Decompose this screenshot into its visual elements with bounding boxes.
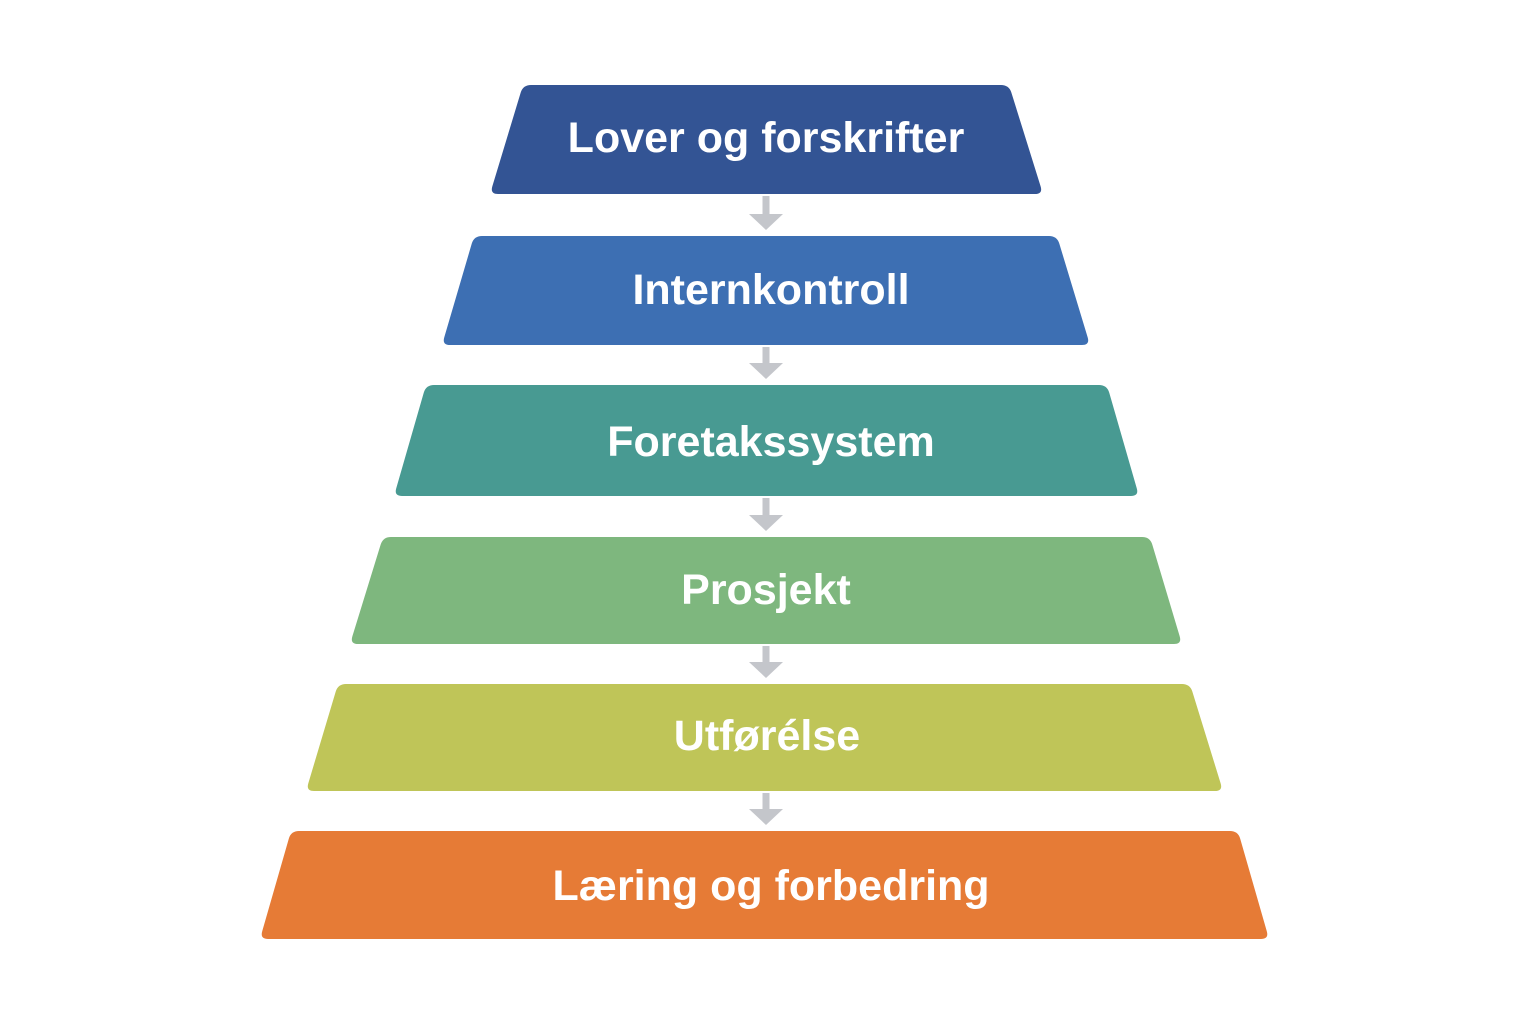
level-utforelse: Utførélse — [307, 684, 1222, 791]
level-laering-og-forbedring: Læring og forbedring — [261, 831, 1268, 939]
level-6-trapezoid — [261, 831, 1268, 939]
down-arrow-icon — [749, 498, 783, 531]
level-5-trapezoid — [307, 684, 1222, 791]
level-4-label: Prosjekt — [681, 566, 851, 614]
level-2-trapezoid — [443, 236, 1089, 345]
level-prosjekt: Prosjekt — [351, 537, 1181, 644]
level-2-label: Internkontroll — [632, 266, 909, 314]
arrow-head — [749, 662, 783, 678]
level-3-trapezoid — [395, 385, 1138, 496]
level-1-trapezoid — [491, 85, 1042, 194]
arrow-head — [749, 515, 783, 531]
arrow-head — [749, 363, 783, 379]
arrow-shaft — [762, 646, 770, 664]
arrow-head — [749, 214, 783, 230]
level-internkontroll: Internkontroll — [443, 236, 1089, 345]
arrow-shaft — [762, 498, 770, 517]
level-3-label: Foretakssystem — [607, 418, 934, 466]
down-arrow-icon — [749, 347, 783, 379]
level-5-label: Utførélse — [674, 712, 860, 760]
level-1-label: Lover og forskrifter — [568, 114, 965, 162]
level-4-trapezoid — [351, 537, 1181, 644]
level-lover-og-forskrifter: Lover og forskrifter — [491, 85, 1042, 194]
arrow-shaft — [762, 347, 770, 365]
level-6-label: Læring og forbedring — [552, 862, 989, 910]
arrow-head — [749, 809, 783, 825]
arrow-shaft — [762, 793, 770, 811]
down-arrow-icon — [749, 646, 783, 678]
down-arrow-icon — [749, 793, 783, 825]
down-arrow-icon — [749, 196, 783, 230]
arrow-shaft — [762, 196, 770, 216]
level-foretakssystem: Foretakssystem — [395, 385, 1138, 496]
